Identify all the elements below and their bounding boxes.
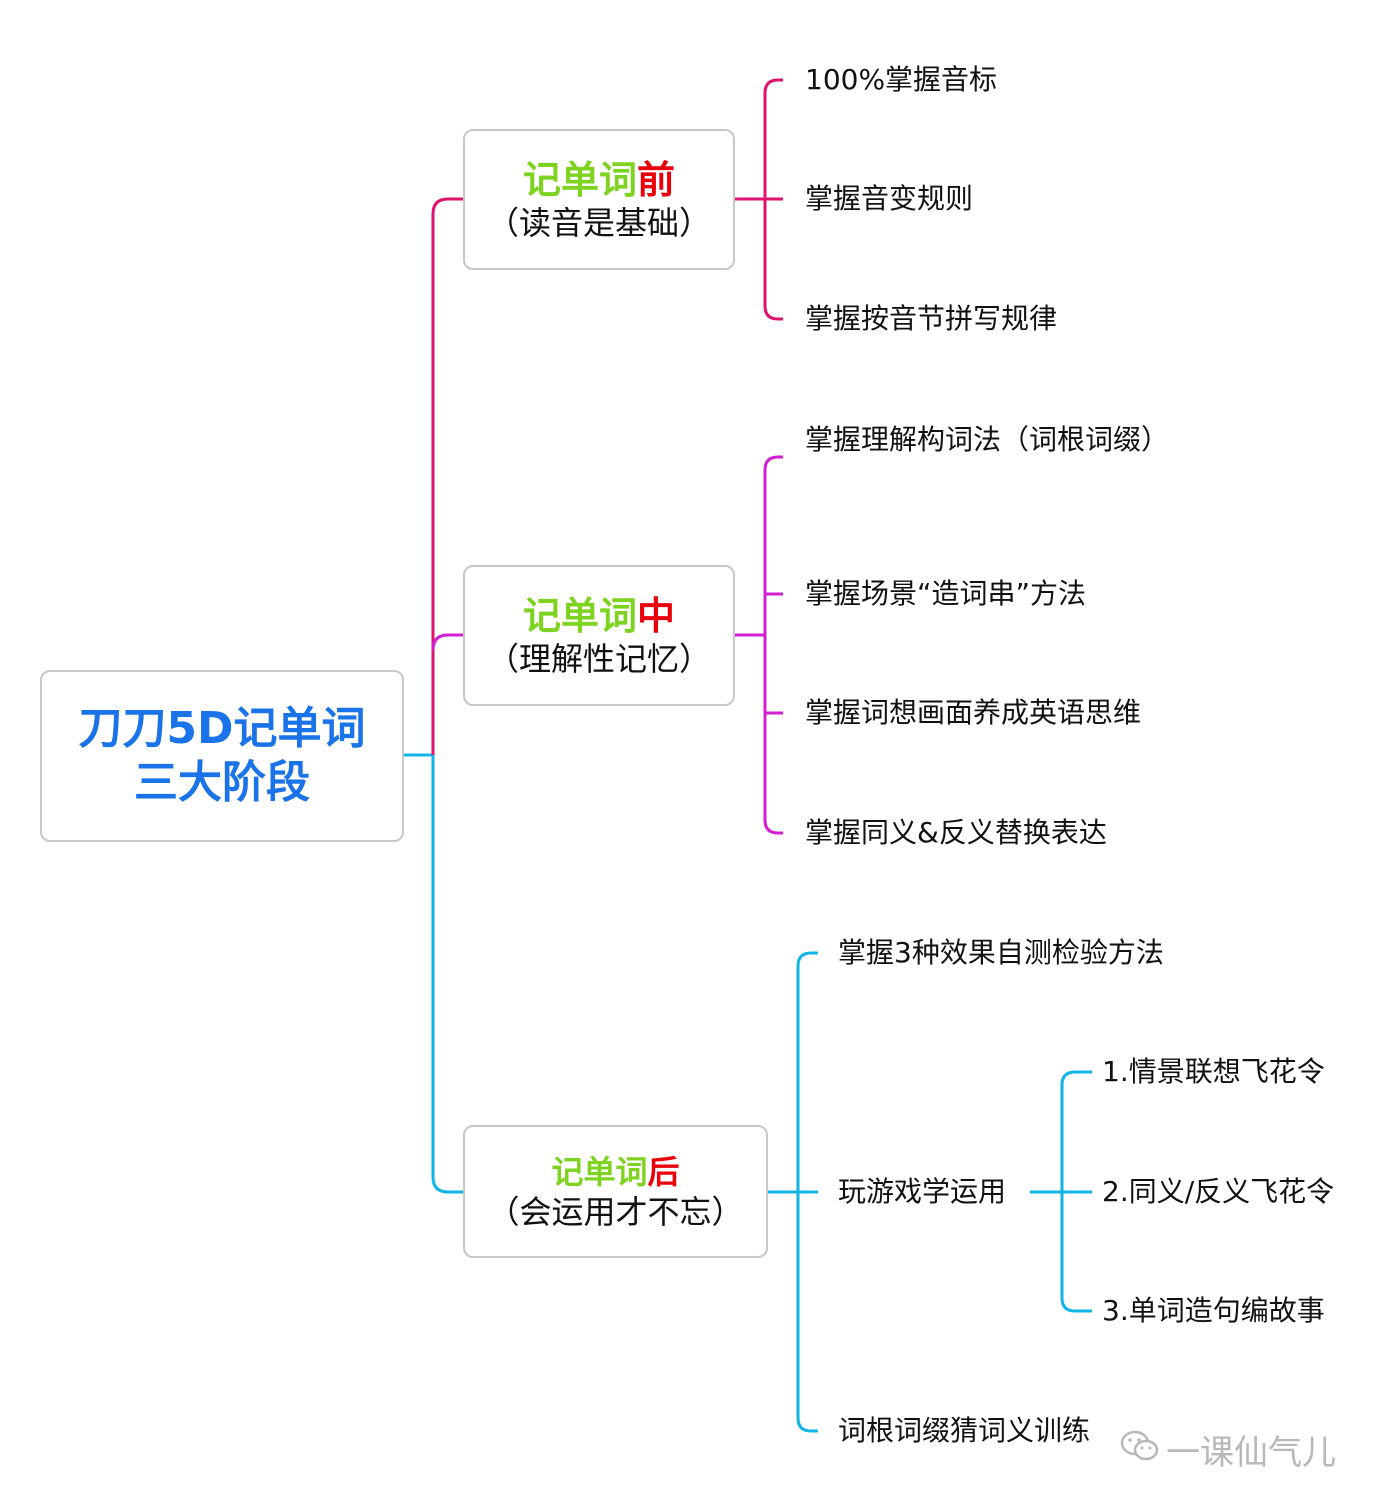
stage-node-before[interactable]: 记单词前 （读音是基础） xyxy=(463,129,735,270)
leaf-node[interactable]: 掌握按音节拼写规律 xyxy=(805,302,1058,335)
trunk-purple xyxy=(431,633,463,651)
leaf-node[interactable]: 掌握词想画面养成英语思维 xyxy=(805,696,1142,729)
root-title-line1: 刀刀5D记单词 xyxy=(78,703,366,754)
leaf-node[interactable]: 词根词缀猜词义训练 xyxy=(838,1414,1091,1447)
stage-title: 记单词中 xyxy=(523,593,675,639)
stage-title-main: 记单词 xyxy=(551,1152,648,1191)
leaf-node[interactable]: 掌握同义&反义替换表达 xyxy=(805,816,1107,849)
leaf-node[interactable]: 掌握理解构词法（词根词缀） xyxy=(805,423,1170,456)
leaf-node[interactable]: 掌握场景“造词串”方法 xyxy=(805,577,1087,610)
game-child-node[interactable]: 2.同义/反义飞花令 xyxy=(1102,1175,1335,1208)
stage-title: 记单词前 xyxy=(523,157,675,203)
stage-title-main: 记单词 xyxy=(522,157,637,202)
leaf-node-game[interactable]: 玩游戏学运用 xyxy=(838,1175,1007,1208)
watermark: 一课仙气儿 xyxy=(1120,1425,1336,1474)
root-node[interactable]: 刀刀5D记单词 三大阶段 xyxy=(40,670,404,842)
trunk-pink xyxy=(431,197,463,755)
stage-title-main: 记单词 xyxy=(522,593,637,638)
leaf-node[interactable]: 100%掌握音标 xyxy=(805,63,998,96)
leaf-node[interactable]: 掌握音变规则 xyxy=(805,182,974,215)
stage-subtitle: （会运用才不忘） xyxy=(487,1192,744,1231)
stage-subtitle: （读音是基础） xyxy=(486,203,711,242)
wechat-icon xyxy=(1120,1429,1160,1471)
root-title-line2: 三大阶段 xyxy=(134,757,310,808)
stage-node-during[interactable]: 记单词中 （理解性记忆） xyxy=(463,565,735,706)
stage-title-suffix: 后 xyxy=(647,1152,680,1191)
stage2-bracket xyxy=(763,455,783,835)
game-child-node[interactable]: 1.情景联想飞花令 xyxy=(1102,1055,1325,1088)
stage-title: 记单词后 xyxy=(551,1152,679,1192)
game-child-node[interactable]: 3.单词造句编故事 xyxy=(1102,1294,1325,1327)
watermark-text: 一课仙气儿 xyxy=(1166,1433,1336,1473)
leaf-node[interactable]: 掌握3种效果自测检验方法 xyxy=(838,936,1164,969)
stage-title-suffix: 前 xyxy=(637,157,676,202)
stage-node-after[interactable]: 记单词后 （会运用才不忘） xyxy=(463,1125,768,1258)
stage-subtitle: （理解性记忆） xyxy=(486,639,711,678)
stage-title-suffix: 中 xyxy=(637,593,676,638)
trunk-blue xyxy=(431,755,463,1194)
